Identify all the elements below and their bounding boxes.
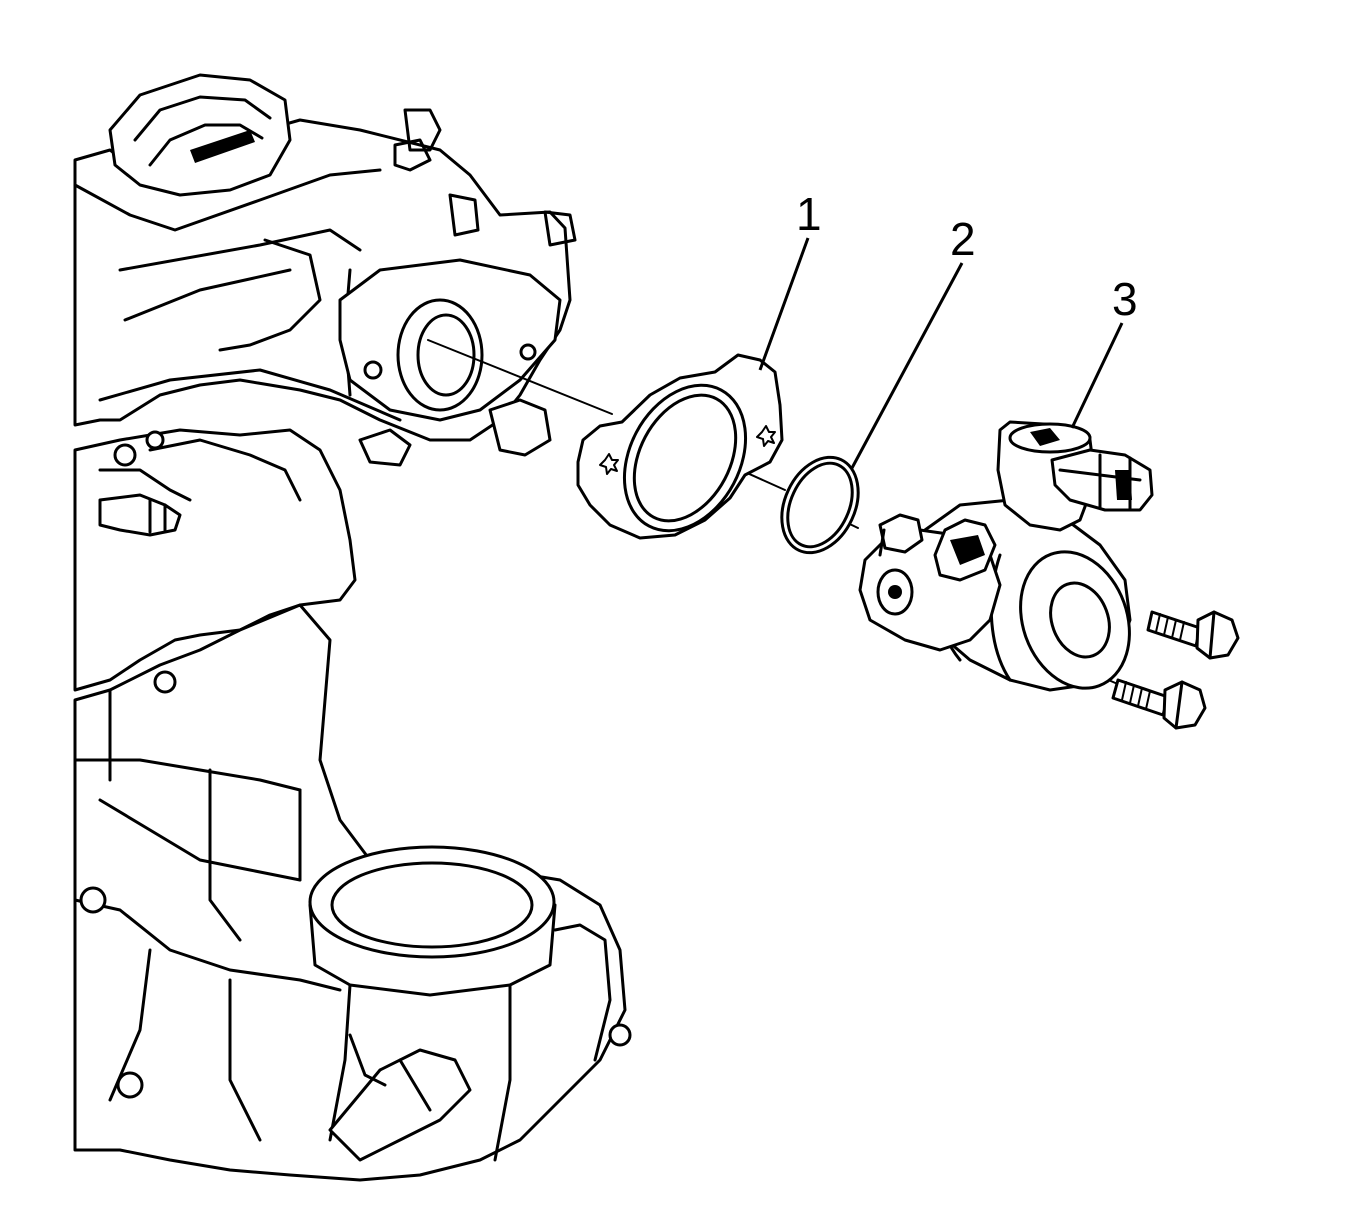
bolt-icon <box>1111 678 1207 730</box>
fuel-pump-icon <box>858 420 1154 692</box>
callout-3-label: 3 <box>1112 273 1138 325</box>
gasket-icon <box>576 353 784 540</box>
callout-1-label: 1 <box>796 188 822 240</box>
callout-2: 2 <box>850 213 976 469</box>
callout-2-label: 2 <box>950 213 976 265</box>
o-ring-icon <box>780 455 860 555</box>
callout-3: 3 <box>1070 273 1138 429</box>
oil-filler-cap-icon <box>108 73 292 197</box>
engine-block-icon <box>73 108 632 1182</box>
bolt-icon <box>1146 610 1240 660</box>
callout-1: 1 <box>758 188 822 371</box>
